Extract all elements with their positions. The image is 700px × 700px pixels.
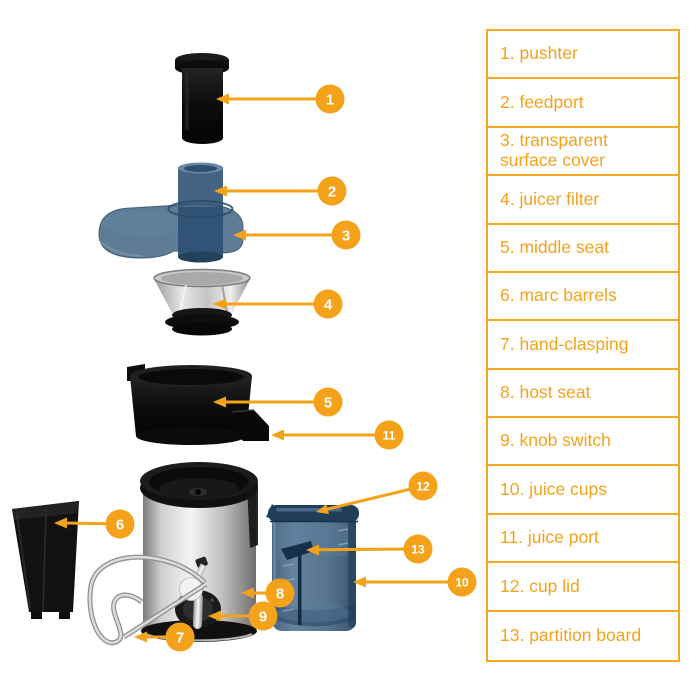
legend-row-9: 9. knob switch [488,418,678,467]
marker-10-arrowhead [353,576,366,588]
marker-8-arrowhead [241,587,254,599]
marker-12-circle [408,471,438,501]
marker-3-number: 3 [342,228,350,245]
marker-7: 7 [134,622,195,652]
marker-12-number: 12 [416,480,430,494]
marker-4-circle [313,289,343,319]
marker-3-circle [331,220,361,250]
marker-3: 3 [233,220,361,250]
part-feedport [178,162,223,213]
legend-row-10: 10. juice cups [488,466,678,515]
marker-1-arrowhead [216,93,229,105]
marker-2: 2 [214,176,347,206]
legend-row-7: 7. hand-clasping [488,321,678,370]
part-pushter [175,53,229,144]
marker-10: 10 [353,567,477,597]
part-juicer-filter [153,268,251,336]
legend-row-12: 12. cup lid [488,563,678,612]
marker-3-arrowhead [233,229,246,241]
marker-11-arrowhead [271,429,284,441]
marker-2-number: 2 [328,184,336,201]
marker-11-circle [374,420,404,450]
legend-row-6: 6. marc barrels [488,273,678,322]
part-juice-port [232,410,269,441]
marker-7-arrowhead [134,631,147,643]
marker-8-number: 8 [276,586,284,603]
marker-13-arrowhead [306,544,319,556]
legend-row-8: 8. host seat [488,370,678,419]
legend-row-3: 3. transparent surface cover [488,128,678,177]
marker-7-number: 7 [176,630,184,647]
part-cup-lid [268,505,359,522]
marker-5-arrowhead [213,396,226,408]
marker-2-circle [317,176,347,206]
marker-6-arrowhead [54,517,67,529]
marker-8-circle [265,578,295,608]
marker-1-circle [315,84,345,114]
part-surface-cover [98,200,244,263]
marker-9-circle [248,601,278,631]
marker-1-number: 1 [326,92,334,109]
marker-6-number: 6 [116,517,124,534]
marker-13-number: 13 [411,543,425,557]
part-juice-cup [266,504,359,631]
legend-row-4: 4. juicer filter [488,176,678,225]
marker-6-circle [105,509,135,539]
part-middle-seat [127,364,269,445]
marker-5-number: 5 [324,395,332,412]
part-partition-board [281,541,314,625]
marker-9-arrowhead [208,610,221,622]
marker-13: 13 [306,534,433,564]
marker-11-number: 11 [383,429,396,443]
marker-5: 5 [213,387,343,417]
marker-13-circle [403,534,433,564]
marker-8: 8 [241,578,295,608]
marker-9: 9 [208,601,278,631]
legend-row-2: 2. feedport [488,79,678,128]
part-marc-barrel [12,501,79,619]
marker-4: 4 [213,289,343,319]
marker-12: 12 [316,471,438,515]
legend-row-13: 13. partition board [500,625,642,645]
marker-13-arrow [316,547,419,552]
marker-12-arrowhead [316,504,329,515]
marker-1: 1 [216,84,345,114]
legend-row-11: 11. juice port [488,515,678,564]
marker-4-arrowhead [213,298,226,310]
marker-10-circle [447,567,477,597]
marker-9-number: 9 [259,609,267,626]
marker-12-arrow [325,484,424,511]
marker-7-circle [165,622,195,652]
marker-11: 11 [271,420,404,450]
legend-row-5: 5. middle seat [488,225,678,273]
marker-6: 6 [54,509,135,539]
part-hand-clasp [87,554,208,646]
marker-5-circle [313,387,343,417]
legend-table: 1. pushter 2. feedport 3. transparent su… [486,29,680,662]
marker-2-arrowhead [214,185,227,197]
legend-row-1: 1. pushter [488,31,678,80]
marker-4-number: 4 [324,297,333,314]
marker-10-number: 10 [455,576,469,590]
